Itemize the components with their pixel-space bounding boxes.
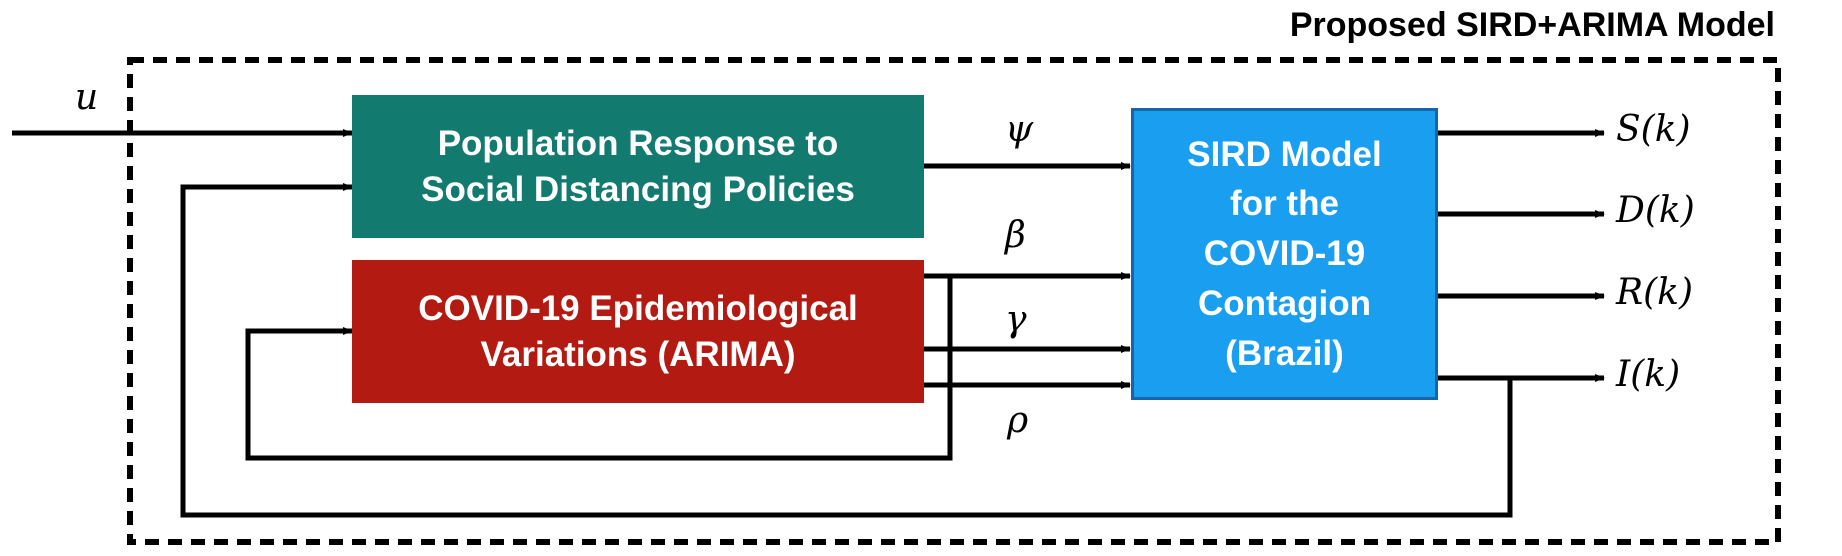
feedback-loop-arima: [245, 276, 953, 461]
model-title: Proposed SIRD+ARIMA Model: [1289, 6, 1775, 44]
gamma-label: γ: [1005, 299, 1027, 340]
output-s-label: S(k): [1616, 109, 1691, 150]
feedback-loop-population: [180, 183, 1513, 518]
sird-model-block: SIRD Model for the COVID-19 Contagion (B…: [1131, 108, 1438, 400]
arima-label: COVID-19 Epidemiological Variations (ARI…: [418, 289, 858, 374]
rho-label: ρ: [1007, 400, 1029, 441]
arima-block: COVID-19 Epidemiological Variations (ARI…: [352, 260, 924, 403]
input-u-label: u: [75, 77, 99, 118]
psi-label: ψ: [1005, 109, 1034, 150]
model-boundary: [127, 57, 1781, 545]
output-d-label: D(k): [1616, 190, 1695, 231]
population-response-label: Population Response to Social Distancing…: [421, 124, 855, 209]
output-i-label: I(k): [1616, 354, 1681, 395]
output-r-label: R(k): [1616, 272, 1694, 313]
beta-label: β: [1005, 215, 1026, 256]
sird-model-label: SIRD Model for the COVID-19 Contagion (B…: [1187, 134, 1382, 373]
population-response-block: Population Response to Social Distancing…: [352, 95, 924, 238]
